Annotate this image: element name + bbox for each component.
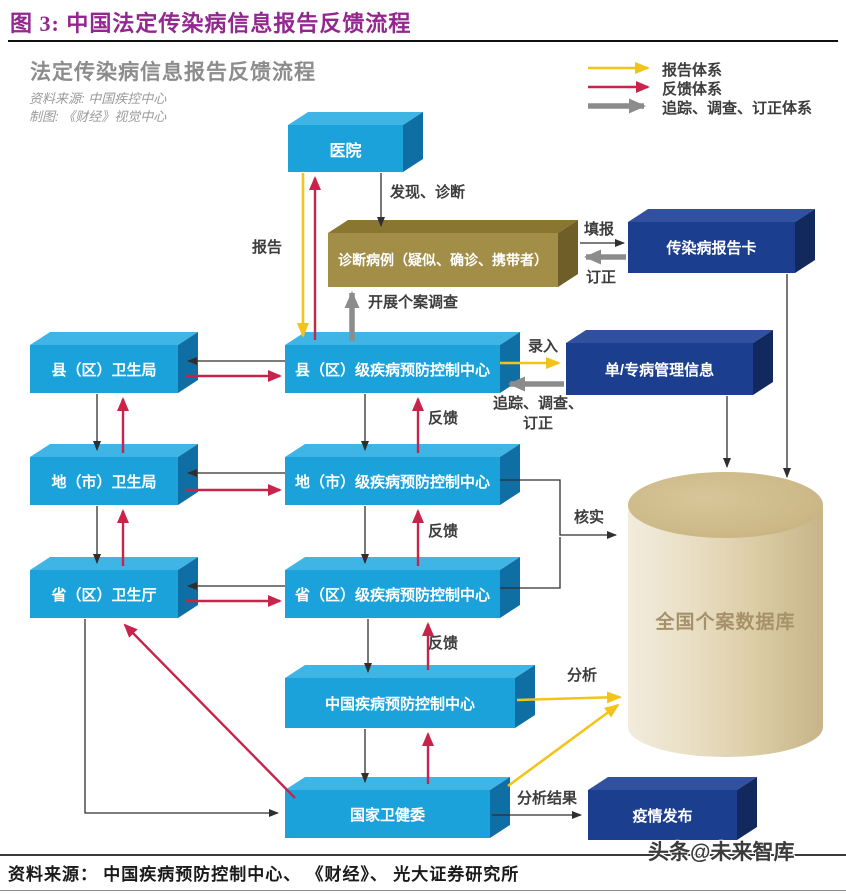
diagram-credit-line: 制图: 《财经》视觉中心 bbox=[29, 109, 167, 124]
node-diagnosed-case: 诊断病例（疑似、确诊、携带者） bbox=[328, 220, 579, 287]
source-caption: 资料来源： 中国疾病预防控制中心、 《财经》、 光大证券研究所 bbox=[8, 865, 520, 884]
box-top-face bbox=[30, 332, 199, 345]
label-fill-in: 填报 bbox=[584, 221, 615, 238]
label-verify: 核实 bbox=[574, 509, 605, 526]
arrow-nhc-to-province-dept bbox=[123, 623, 296, 799]
node-hospital-label: 医院 bbox=[288, 125, 403, 172]
box-top-face bbox=[285, 557, 521, 570]
database-cylinder-body bbox=[628, 505, 823, 757]
label-case-investigation: 开展个案调查 bbox=[368, 294, 459, 311]
node-county-health-bureau-label: 县（区）卫生局 bbox=[30, 345, 178, 393]
watermark: 头条@未来智库 bbox=[648, 841, 795, 864]
box-top-face bbox=[30, 557, 199, 570]
label-analyze: 分析 bbox=[567, 667, 598, 684]
label-entry: 录入 bbox=[528, 338, 559, 355]
box-top-face bbox=[328, 220, 579, 233]
bottom-divider bbox=[0, 890, 846, 891]
figure-caption-title: 图 3: 中国法定传染病信息报告反馈流程 bbox=[10, 11, 412, 36]
node-report-card: 传染病报告卡 bbox=[628, 209, 816, 273]
node-city-health-bureau-label: 地（市）卫生局 bbox=[30, 457, 178, 505]
label-feedback-3: 反馈 bbox=[428, 635, 459, 652]
box-top-face bbox=[566, 330, 774, 343]
box-top-face bbox=[285, 777, 511, 790]
footer-divider bbox=[0, 854, 846, 856]
box-top-face bbox=[588, 777, 758, 790]
node-diagnosed-case-label: 诊断病例（疑似、确诊、携带者） bbox=[328, 233, 558, 287]
box-side-face bbox=[737, 777, 757, 840]
legend-label-track-system: 追踪、调查、订正体系 bbox=[662, 100, 813, 117]
node-epidemic-release: 疫情发布 bbox=[588, 777, 758, 840]
node-county-health-bureau: 县（区）卫生局 bbox=[30, 332, 199, 393]
node-county-cdc: 县（区）级疾病预防控制中心 bbox=[285, 332, 521, 393]
label-feedback-2: 反馈 bbox=[428, 523, 459, 540]
header-divider bbox=[8, 40, 838, 42]
node-nhc: 国家卫健委 bbox=[285, 777, 511, 838]
box-side-face bbox=[753, 330, 773, 395]
node-province-health-dept-label: 省（区）卫生厅 bbox=[30, 570, 178, 618]
node-china-cdc: 中国疾病预防控制中心 bbox=[285, 665, 536, 728]
node-case-mgmt-info-label: 单/专病管理信息 bbox=[566, 343, 753, 395]
node-epidemic-release-label: 疫情发布 bbox=[588, 790, 737, 840]
node-province-cdc: 省（区）级疾病预防控制中心 bbox=[285, 557, 521, 618]
arrow-province-dept-to-nhc bbox=[84, 619, 279, 817]
legend-label-report-system: 报告体系 bbox=[662, 62, 723, 79]
node-city-health-bureau: 地（市）卫生局 bbox=[30, 444, 199, 505]
box-top-face bbox=[288, 112, 424, 125]
box-top-face bbox=[285, 332, 521, 345]
diagram-title: 法定传染病信息报告反馈流程 bbox=[30, 61, 316, 84]
label-analysis-result: 分析结果 bbox=[517, 790, 578, 807]
label-feedback-1: 反馈 bbox=[428, 410, 459, 427]
legend-label-feedback-system: 反馈体系 bbox=[662, 81, 723, 98]
node-city-cdc: 地（市）级疾病预防控制中心 bbox=[285, 444, 521, 505]
node-province-health-dept: 省（区）卫生厅 bbox=[30, 557, 199, 618]
box-side-face bbox=[558, 220, 578, 287]
box-top-face bbox=[285, 444, 521, 457]
diagram-source-line: 资料来源: 中国疾控中心 bbox=[29, 91, 167, 106]
node-national-database: 全国个案数据库 bbox=[655, 612, 796, 633]
node-case-mgmt-info: 单/专病管理信息 bbox=[566, 330, 774, 395]
node-china-cdc-label: 中国疾病预防控制中心 bbox=[285, 678, 515, 728]
node-county-cdc-label: 县（区）级疾病预防控制中心 bbox=[285, 345, 500, 393]
node-report-card-label: 传染病报告卡 bbox=[628, 222, 795, 273]
node-hospital: 医院 bbox=[288, 112, 424, 172]
box-side-face bbox=[515, 665, 535, 728]
label-discover-diagnose: 发现、诊断 bbox=[390, 184, 466, 201]
box-top-face bbox=[628, 209, 816, 222]
box-side-face bbox=[795, 209, 815, 273]
box-top-face bbox=[285, 665, 536, 678]
box-top-face bbox=[30, 444, 199, 457]
label-correction: 订正 bbox=[586, 269, 617, 286]
database-cylinder-top bbox=[628, 472, 823, 538]
node-nhc-label: 国家卫健委 bbox=[285, 790, 490, 838]
label-track-investigate-correct: 追踪、调查、 订正 bbox=[492, 395, 583, 432]
node-province-cdc-label: 省（区）级疾病预防控制中心 bbox=[285, 570, 500, 618]
label-report: 报告 bbox=[252, 239, 283, 256]
node-city-cdc-label: 地（市）级疾病预防控制中心 bbox=[285, 457, 500, 505]
